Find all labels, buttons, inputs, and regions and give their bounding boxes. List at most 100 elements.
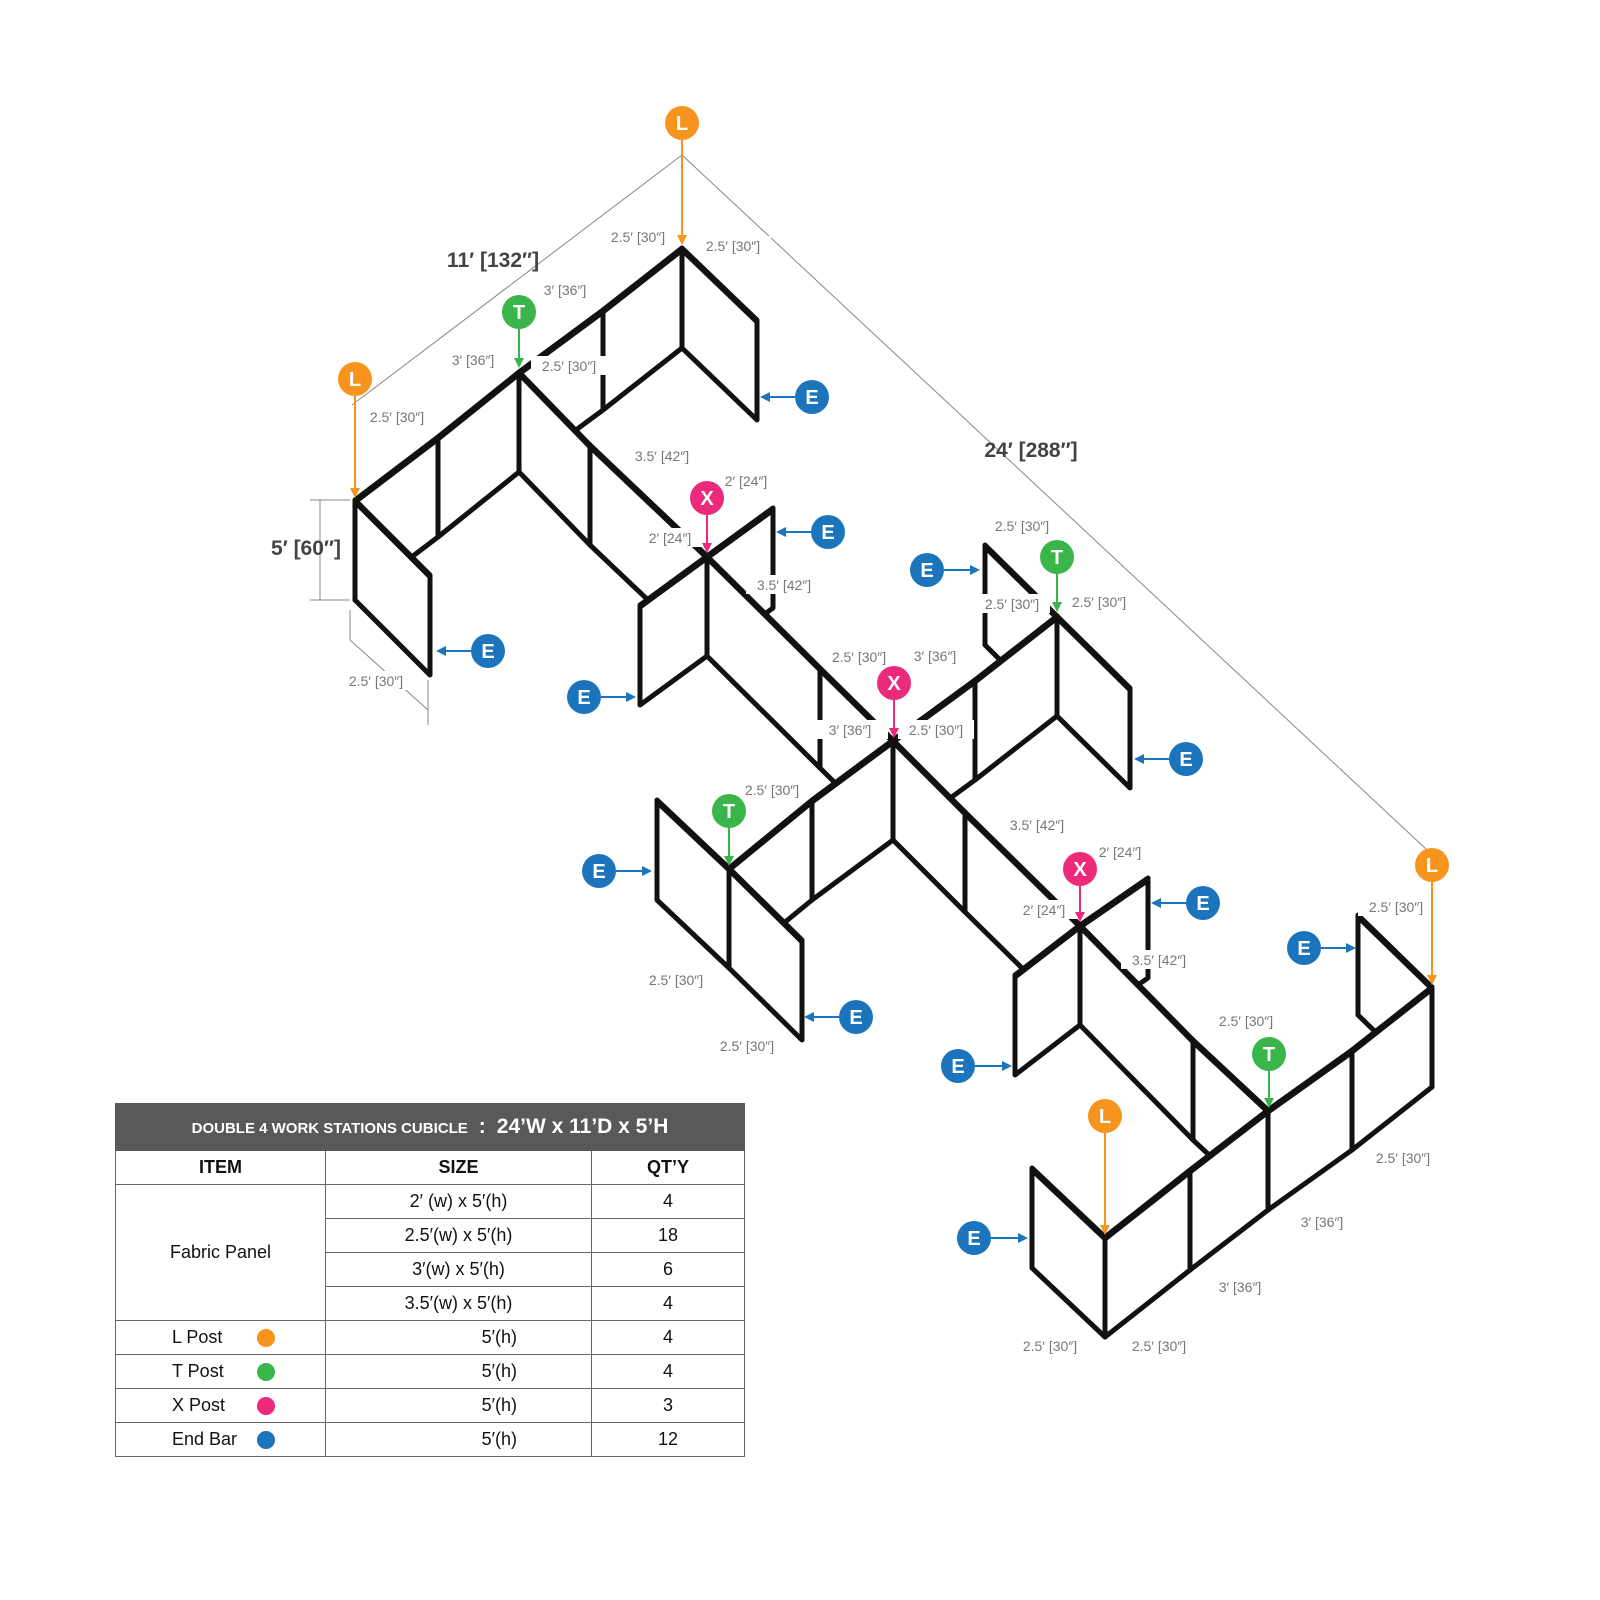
qty-cell: 4 [591,1286,745,1321]
size-cell: 5′(h) [325,1354,592,1389]
l-post-badge-icon [338,362,372,396]
end-bar-letter: E [577,687,590,709]
panel-frame-line [1267,1053,1353,1115]
l-post-marker: L [1088,1099,1122,1235]
label-bg [531,356,607,375]
header-size: SIZE [325,1150,592,1185]
label-bg [1358,897,1434,916]
fabric-panel [1102,1167,1193,1340]
end-bar-marker: E [957,1221,1028,1255]
end-bar-badge-icon [941,1049,975,1083]
panel-frame-line [1056,619,1131,693]
end-bar-letter: E [592,861,605,883]
fabric-panel [435,369,522,540]
dimension-label: 2.5′ [30″] [649,972,703,988]
t-post-marker: T [1040,540,1074,612]
label-bg [1365,1148,1441,1167]
arrow-head-icon [776,527,786,537]
label-bg [1012,1336,1088,1355]
end-bar-marker: E [776,515,845,549]
l-post-color-dot [257,1328,275,1347]
end-bar-letter: E [849,1007,862,1029]
arrow-head-icon [436,646,446,656]
end-bar-letter: E [481,641,494,663]
panel-frame-line [354,503,431,580]
fabric-panel [1054,613,1133,791]
end-bar-letter: E [920,560,933,582]
panel-frame-line [1014,928,1081,980]
dimension-label: 3.5′ [42″] [1010,817,1064,833]
arrow-head-icon [626,692,636,702]
end-bar-badge-icon [567,680,601,714]
end-bar-badge-icon [1186,886,1220,920]
panel-frame-line [706,559,821,673]
end-bar-letter: E [1179,749,1192,771]
panel-frame-line [974,619,1058,685]
t-post-letter: T [513,302,525,324]
dimension-label: 3.5′ [42″] [635,448,689,464]
item-cell: End Bar [115,1422,326,1457]
panel-frame-line [518,375,591,450]
end-bar-marker: E [910,553,980,587]
arrow-head-icon [677,235,687,245]
label-bg [1208,1011,1284,1030]
x-post-color-dot [257,1396,275,1415]
fabric-panel-label: Fabric Panel [115,1184,326,1321]
l-post-letter: L [1426,855,1438,877]
t-post-marker: T [502,295,536,368]
label-bg [338,671,414,690]
fabric-panel [1029,1165,1108,1340]
end-bar-badge-icon [910,553,944,587]
end-bar-letter: E [805,387,818,409]
end-bar-letter: E [1297,938,1310,960]
arrow-head-icon [1075,912,1085,922]
dimension-label: 2.5′ [30″] [909,722,963,738]
end-bar-label: End Bar [172,1429,238,1449]
label-bg [632,528,708,547]
dimension-label: 3′ [36″] [914,648,957,664]
panel-frame-line [1192,1043,1269,1115]
dimension-label: 2′ [24″] [1099,844,1142,860]
arrow-head-icon [514,358,524,368]
qty-cell: 4 [591,1184,745,1219]
panel-frame-line [656,803,730,873]
label-bg [984,516,1060,535]
arrow-head-icon [760,392,770,402]
x-post-badge-icon [1063,852,1097,886]
x-post-badge-icon [877,666,911,700]
end-bar-badge-icon [795,380,829,414]
table-title-separator: : [478,1115,486,1138]
t-post-marker: T [712,794,746,866]
panel-frame-line [681,251,758,325]
table-row: End Bar 5′(h) 12 [115,1422,745,1457]
table-row: T Post 5′(h) 4 [115,1354,745,1389]
end-bar-badge-icon [811,515,845,549]
size-cell: 5′(h) [325,1388,592,1423]
label-bg [1082,842,1158,861]
arrow-head-icon [642,866,652,876]
l-post-badge-icon [665,106,699,140]
item-cell: T Post [115,1354,326,1389]
dimension-label: 2.5′ [30″] [1376,1150,1430,1166]
dimension-label: 3′ [36″] [1219,1279,1262,1295]
panel-frame-line [1079,881,1149,930]
dimension-label: 2.5′ [30″] [995,518,1049,534]
fabric-panel [726,865,805,1043]
label-bg [974,594,1050,613]
l-post-badge-icon [1415,848,1449,882]
arrow-head-icon [1151,898,1161,908]
l-post-letter: L [676,113,688,135]
arrow-head-icon [1052,602,1062,612]
end-bar-badge-icon [1169,742,1203,776]
header-item: ITEM [115,1150,326,1185]
end-bar-marker: E [582,854,652,888]
arrow-head-icon [724,856,734,866]
end-bar-badge-icon [471,634,505,668]
arrow-head-icon [1002,1061,1012,1071]
panel-frame-line [1357,918,1433,992]
end-bar-marker: E [1151,886,1220,920]
panel-frame-line [354,440,439,505]
label-bg [709,1036,785,1055]
